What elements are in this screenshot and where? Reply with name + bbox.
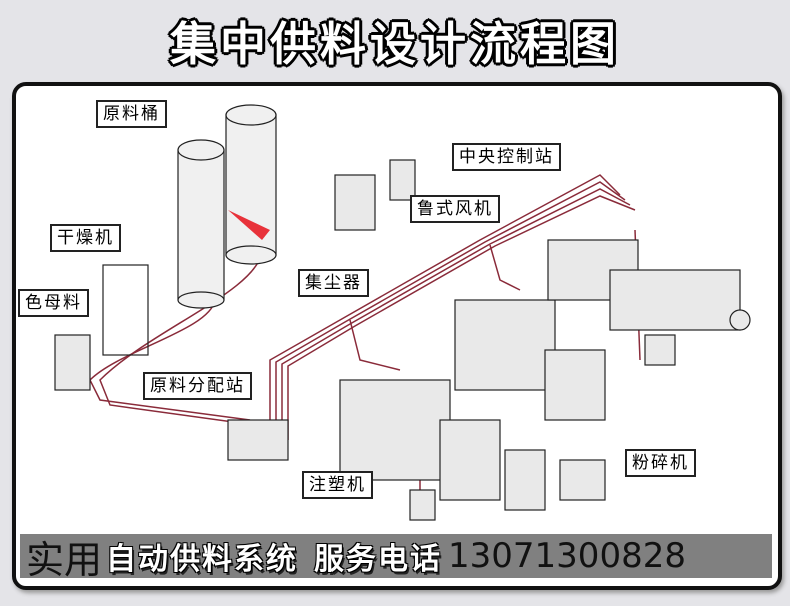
label-raw-bin: 原料桶 (96, 100, 167, 128)
label-crusher: 粉碎机 (625, 449, 696, 477)
banner-system: 自动供料系统 (106, 542, 299, 577)
label-masterbatch: 色母料 (18, 289, 89, 317)
page-title: 集中供料设计流程图 (170, 17, 620, 71)
raw-bin-silos (177, 104, 277, 309)
label-dust-collector: 集尘器 (298, 269, 369, 297)
label-distribution-station: 原料分配站 (143, 372, 252, 400)
banner-phone: 13071300828 (448, 536, 686, 576)
label-roots-blower: 鲁式风机 (410, 195, 500, 223)
label-dryer: 干燥机 (50, 224, 121, 252)
banner-practical: 实用 (26, 537, 103, 582)
pipes (89, 174, 641, 500)
service-banner: 实用 自动供料系统 服务电话 13071300828 (20, 534, 772, 582)
label-central-control: 中央控制站 (452, 143, 561, 171)
label-injection-machine: 注塑机 (302, 471, 373, 499)
machines (54, 159, 751, 521)
banner-service: 服务电话 (314, 542, 443, 577)
